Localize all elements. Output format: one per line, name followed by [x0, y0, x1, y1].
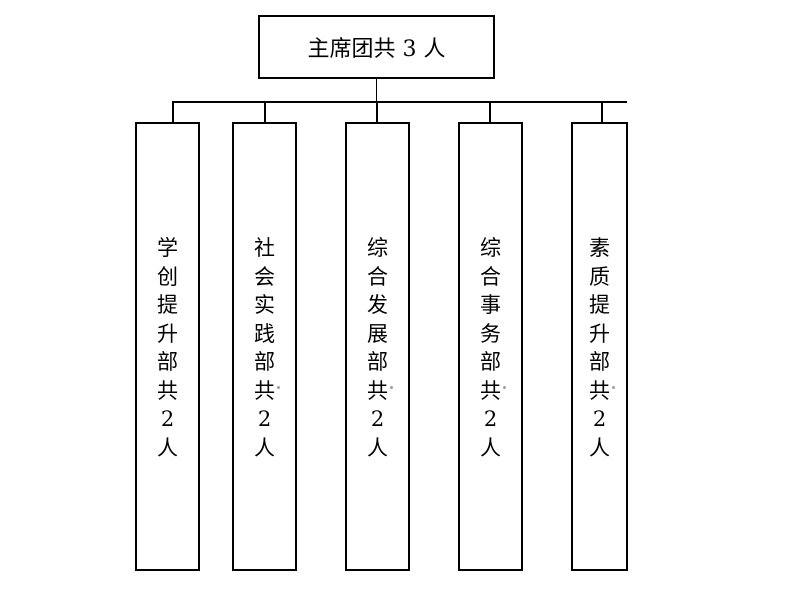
- branch-connector: [489, 101, 491, 123]
- department-box: 学 创 提 升 部 共 2 人: [135, 122, 200, 571]
- horizontal-bus: [172, 101, 627, 103]
- branch-connector: [172, 101, 174, 123]
- department-label: 学 创 提 升 部 共 2 人: [157, 236, 178, 460]
- department-box: 素 质 提 升 部 共 2 人: [571, 122, 628, 571]
- decorative-dot: [277, 386, 280, 389]
- decorative-dot: [390, 386, 393, 389]
- branch-connector: [264, 101, 266, 123]
- department-box: 综 合 发 展 部 共 2 人: [345, 122, 410, 571]
- decorative-dot: [612, 386, 615, 389]
- decorative-dot: [503, 386, 506, 389]
- trunk-connector: [376, 79, 377, 102]
- branch-connector: [601, 101, 603, 123]
- department-label: 综 合 发 展 部 共 2 人: [367, 236, 388, 460]
- department-label: 社 会 实 践 部 共 2 人: [254, 236, 275, 460]
- presidium-label: 主席团共 3 人: [307, 37, 446, 62]
- department-box: 综 合 事 务 部 共 2 人: [458, 122, 523, 571]
- branch-connector: [376, 101, 378, 123]
- department-label: 素 质 提 升 部 共 2 人: [589, 236, 610, 460]
- presidium-box: 主席团共 3 人: [258, 15, 495, 79]
- department-box: 社 会 实 践 部 共 2 人: [232, 122, 297, 571]
- department-label: 综 合 事 务 部 共 2 人: [480, 236, 501, 460]
